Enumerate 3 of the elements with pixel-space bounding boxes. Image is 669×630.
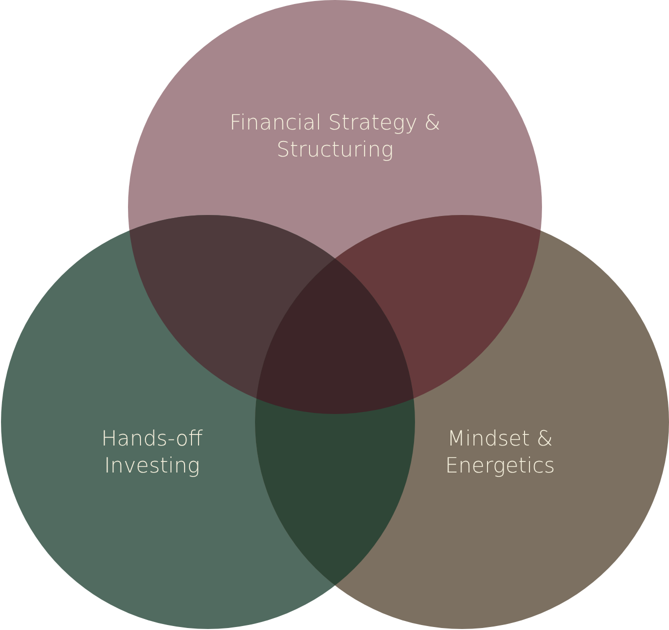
circle-label: Hands-off Investing [100, 426, 204, 480]
circle-label: Mindset & Energetics [444, 426, 556, 480]
circle-label: Financial Strategy & Structuring [228, 110, 442, 164]
